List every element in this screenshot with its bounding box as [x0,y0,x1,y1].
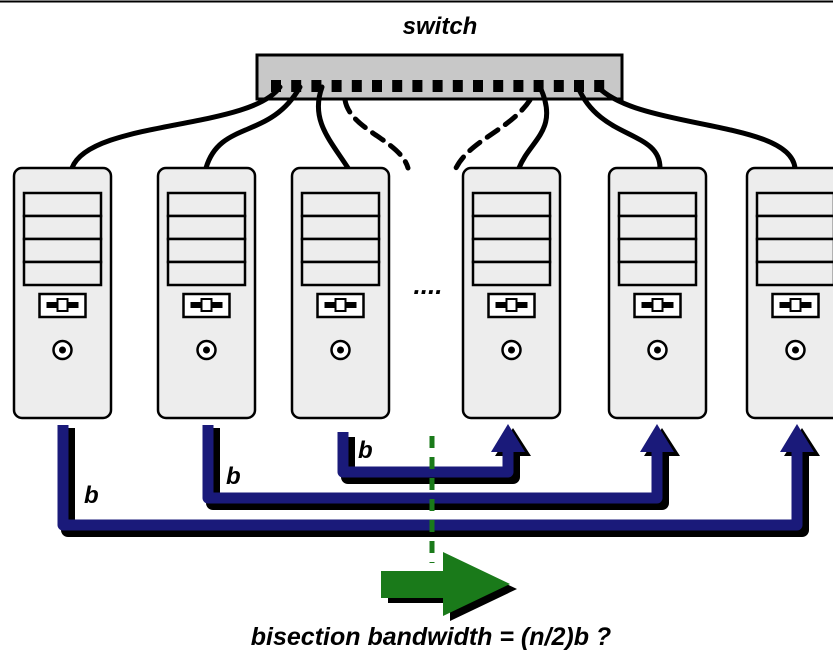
switch-port [351,80,362,92]
link-arrow-2-shadow [206,428,669,510]
ellipsis-label: .... [414,270,443,300]
drive-bay [166,260,247,287]
drive-bay [617,214,698,241]
drive-bay [617,191,698,218]
switch-port [432,80,443,92]
switch-port [553,80,564,92]
computer-6 [745,166,833,420]
cables [69,84,798,171]
arrowhead-2 [640,424,674,452]
drive-bay [471,260,552,287]
computer-3 [290,166,391,420]
drive-bay [755,191,833,218]
floppy-button [505,298,518,312]
drive-bay [471,214,552,241]
bisection-bandwidth-caption: bisection bandwidth = (n/2)b ? [251,623,611,651]
bandwidth-label-3: b [358,437,373,464]
drive-bay [471,237,552,264]
bandwidth-label-1: b [84,482,99,509]
bisection-direction-arrow [381,552,517,621]
power-button-center [792,346,799,354]
switch-port [291,80,302,92]
switch-port [311,80,322,92]
switch-port [392,80,403,92]
cable-dashed-1 [342,97,411,171]
drive-bay [300,237,381,264]
computer-5 [607,166,708,420]
floppy-button [200,298,213,312]
drive-bay [617,237,698,264]
cable-3 [315,84,351,171]
drive-bay [22,214,103,241]
drive-bay [755,214,833,241]
drive-bay [22,237,103,264]
drive-bay [300,260,381,287]
drive-bay [755,260,833,287]
switch-label: switch [403,13,478,40]
drive-bay [166,237,247,264]
drive-bay [300,191,381,218]
power-button-center [59,346,66,354]
drive-bay [300,214,381,241]
switch-port [271,80,281,92]
link-arrows [57,424,820,537]
arrowhead-1 [780,424,814,452]
power-button-center [337,346,344,354]
cable-1 [69,84,283,171]
computer-1 [12,166,113,420]
switch [255,53,624,101]
switch-port [493,80,504,92]
floppy-button [334,298,347,312]
floppy-button [56,298,69,312]
computer-4 [461,166,562,420]
switch-port [331,80,342,92]
link-arrow-2 [202,425,663,504]
switch-port [372,80,382,92]
arrowhead-3 [491,424,525,452]
floppy-button [651,298,664,312]
power-button-center [654,346,661,354]
drive-bay [22,191,103,218]
cable-dashed-2 [453,97,533,171]
drive-bay [166,214,247,241]
switch-port [513,80,524,92]
link-arrow-3 [337,432,514,478]
switch-port [473,80,483,92]
computer-2 [156,166,257,420]
cable-2 [203,84,303,171]
switch-port [412,80,423,92]
computers [12,166,833,420]
switch-port [452,80,463,92]
power-button-center [203,346,210,354]
drive-bay [755,237,833,264]
drive-bay [166,191,247,218]
cable-4 [516,84,550,171]
drive-bay [471,191,552,218]
cable-5 [575,84,663,171]
cable-6 [595,84,798,171]
power-button-center [508,346,515,354]
floppy-button [789,298,802,312]
drive-bay [22,260,103,287]
bandwidth-label-2: b [226,463,241,490]
drive-bay [617,260,698,287]
